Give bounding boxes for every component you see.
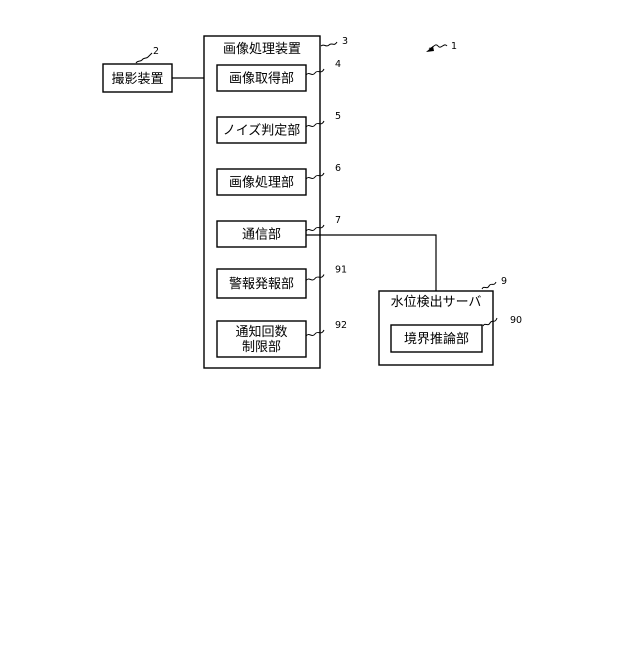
notification-limit-label: 通知回数: [235, 324, 287, 340]
camera-label: 撮影装置: [111, 71, 163, 87]
image-processing-ref-number: 6: [335, 163, 341, 174]
boundary-inference-ref-number: 90: [510, 315, 522, 326]
notification-limit-ref-number: 92: [335, 320, 347, 331]
alarm-label: 警報発報部: [229, 276, 294, 292]
server-title: 水位検出サーバ: [391, 295, 482, 310]
communication-label: 通信部: [242, 228, 281, 243]
communication-ref-number: 7: [335, 215, 341, 226]
processor-ref-number: 3: [342, 36, 348, 47]
camera-device: 撮影装置 2: [103, 46, 172, 92]
image-processing-label: 画像処理部: [229, 176, 294, 191]
communication-to-server-line: [306, 235, 436, 291]
camera-ref-leader: [136, 53, 152, 63]
image-acquisition-label: 画像取得部: [229, 71, 294, 87]
notification-limit-label: 制限部: [242, 340, 281, 355]
water-level-server: 水位検出サーバ 9 境界推論部 90: [379, 276, 522, 365]
image-processor: 画像処理装置 3 画像取得部 4 ノイズ判定部 5 画像処理部 6 通信部 7 警報発報部 91 通…: [204, 36, 348, 368]
image-acquisition-ref-number: 4: [335, 59, 341, 70]
camera-ref-number: 2: [153, 46, 159, 57]
processor-ref-leader: [321, 42, 337, 46]
system-ref-arrowhead: [426, 46, 434, 52]
boundary-inference-label: 境界推論部: [404, 331, 469, 347]
alarm-ref-number: 91: [335, 265, 347, 276]
noise-judgment-ref-number: 5: [335, 111, 341, 122]
server-ref-number: 9: [501, 276, 507, 287]
system-ref-marker: 1: [426, 41, 457, 52]
noise-judgment-label: ノイズ判定部: [223, 123, 301, 139]
processor-title: 画像処理装置: [223, 42, 301, 57]
server-ref-leader: [482, 282, 496, 289]
system-ref-number: 1: [451, 41, 457, 52]
